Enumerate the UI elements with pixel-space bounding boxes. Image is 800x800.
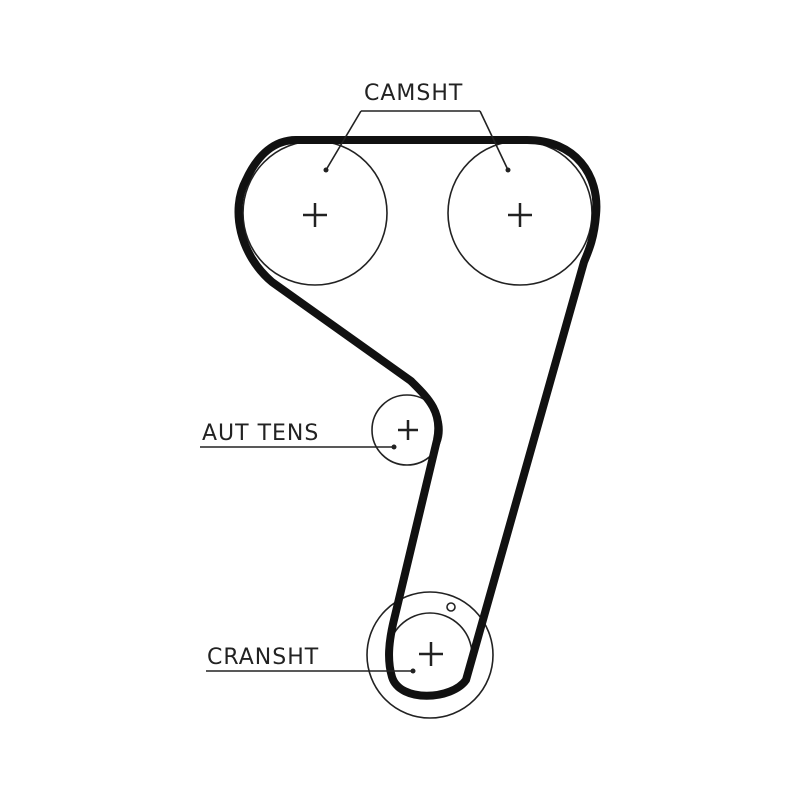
camshaft-right-center-icon: [508, 203, 532, 227]
crankshaft-leader-line: [206, 668, 416, 674]
timing-belt: [234, 136, 601, 700]
camshaft-leader-lines: [323, 110, 511, 173]
tensioner-label: AUT TENS: [202, 421, 319, 446]
camshaft-left-center-icon: [303, 203, 327, 227]
crankshaft-timing-mark: [446, 602, 456, 612]
tensioner-center-icon: [398, 420, 418, 440]
crankshaft-center-icon: [419, 642, 443, 666]
crankshaft-outer-ring: [366, 591, 494, 719]
camshaft-label: CAMSHT: [364, 81, 463, 106]
tensioner-leader-line: [200, 444, 397, 450]
crankshaft-label: CRANSHT: [207, 645, 319, 670]
